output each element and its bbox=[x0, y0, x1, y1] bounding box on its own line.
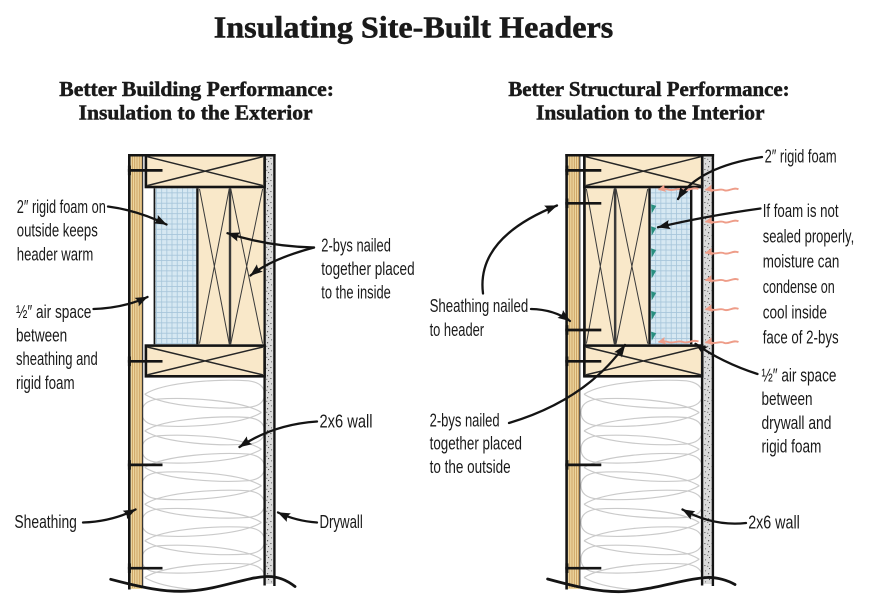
svg-text:sheathing and: sheathing and bbox=[16, 349, 98, 369]
svg-text:2-bys nailed: 2-bys nailed bbox=[430, 410, 500, 430]
svg-text:outside keeps: outside keeps bbox=[17, 221, 98, 241]
svg-text:Sheathing nailed: Sheathing nailed bbox=[430, 296, 529, 316]
svg-text:between: between bbox=[762, 389, 813, 409]
svg-text:drywall and: drywall and bbox=[762, 413, 832, 433]
svg-text:header warm: header warm bbox=[17, 244, 94, 264]
svg-text:½″ air space: ½″ air space bbox=[16, 302, 91, 322]
svg-text:Insulation to the Interior: Insulation to the Interior bbox=[536, 103, 765, 125]
svg-text:Better Structural Performance:: Better Structural Performance: bbox=[508, 79, 789, 101]
svg-text:together placed: together placed bbox=[321, 259, 414, 279]
svg-text:Insulating Site-Built Headers: Insulating Site-Built Headers bbox=[214, 9, 614, 44]
svg-text:Better Building Performance:: Better Building Performance: bbox=[59, 79, 334, 101]
svg-text:together placed: together placed bbox=[430, 434, 522, 454]
svg-text:2x6 wall: 2x6 wall bbox=[748, 512, 800, 532]
svg-text:to header: to header bbox=[430, 320, 485, 340]
svg-text:Sheathing: Sheathing bbox=[14, 512, 77, 532]
svg-text:Drywall: Drywall bbox=[320, 512, 363, 532]
svg-text:face of 2-bys: face of 2-bys bbox=[763, 328, 839, 348]
svg-text:condense on: condense on bbox=[763, 277, 835, 297]
svg-text:moisture can: moisture can bbox=[763, 252, 840, 272]
svg-text:between: between bbox=[16, 326, 67, 346]
svg-text:½″ air space: ½″ air space bbox=[762, 365, 837, 385]
svg-text:2″ rigid foam: 2″ rigid foam bbox=[765, 147, 837, 167]
svg-text:2x6 wall: 2x6 wall bbox=[320, 411, 373, 431]
svg-text:2″ rigid foam on: 2″ rigid foam on bbox=[17, 197, 106, 217]
svg-text:to the outside: to the outside bbox=[430, 457, 511, 477]
svg-text:to the inside: to the inside bbox=[321, 283, 391, 303]
svg-text:rigid foam: rigid foam bbox=[16, 373, 75, 393]
svg-text:Insulation to the Exterior: Insulation to the Exterior bbox=[79, 103, 313, 125]
svg-text:If foam is not: If foam is not bbox=[763, 201, 839, 221]
svg-text:rigid foam: rigid foam bbox=[762, 437, 822, 457]
svg-text:cool inside: cool inside bbox=[763, 302, 827, 322]
svg-text:2-bys nailed: 2-bys nailed bbox=[321, 235, 391, 255]
svg-text:sealed properly,: sealed properly, bbox=[763, 226, 855, 246]
